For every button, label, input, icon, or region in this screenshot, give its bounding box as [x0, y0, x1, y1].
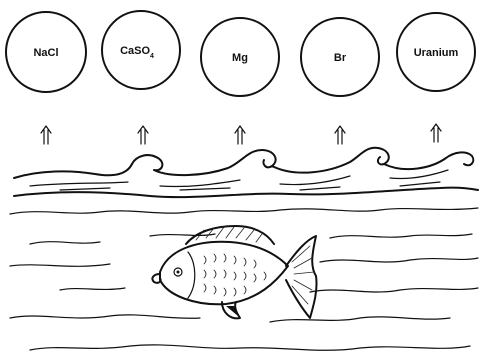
bubble-label-caso: CaSO — [120, 45, 150, 57]
surface-waves — [14, 148, 478, 197]
element-bubble-caso4: CaSO4 — [102, 11, 180, 89]
element-bubble-nacl: NaCl — [6, 12, 86, 92]
svg-text:CaSO4: CaSO4 — [120, 45, 154, 60]
up-arrow-icon — [41, 126, 51, 144]
wave-crest-line — [14, 148, 473, 178]
fish-tail — [286, 236, 317, 318]
bubble-label-uranium: Uranium — [414, 47, 459, 59]
element-bubble-mg: Mg — [201, 18, 279, 96]
wave-shading-line — [30, 170, 448, 187]
water-lines — [10, 208, 478, 350]
fish-body — [160, 242, 288, 305]
fish-gill — [188, 252, 195, 298]
bubble-subscript-4: 4 — [150, 53, 154, 60]
wave-shading-line — [60, 182, 440, 190]
bubble-label-nacl: NaCl — [33, 47, 58, 59]
up-arrow-icon — [138, 126, 148, 144]
up-arrow-icon — [335, 126, 345, 144]
bubble-label-mg: Mg — [232, 52, 248, 64]
up-arrow-icon — [235, 126, 245, 144]
up-arrow-icon — [431, 124, 441, 142]
element-bubble-br: Br — [301, 18, 379, 96]
element-bubble-uranium: Uranium — [397, 13, 475, 91]
fish-scales — [204, 254, 266, 296]
bubble-label-br: Br — [334, 52, 347, 64]
fish-illustration — [152, 226, 316, 318]
